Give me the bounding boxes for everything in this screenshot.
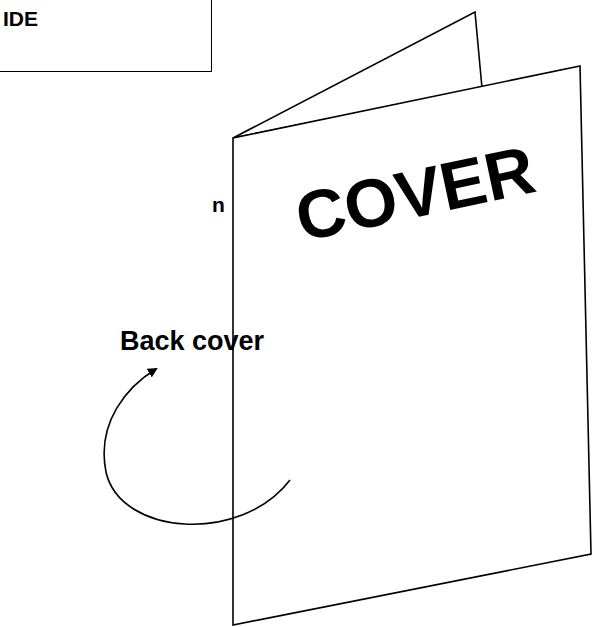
box-text: IDE: [3, 7, 38, 31]
front-page: [233, 66, 591, 625]
partial-text: n: [212, 193, 225, 217]
leader-arrow: [104, 369, 290, 524]
callout-label: Back cover: [120, 326, 264, 357]
text-box: IDE: [0, 0, 212, 72]
